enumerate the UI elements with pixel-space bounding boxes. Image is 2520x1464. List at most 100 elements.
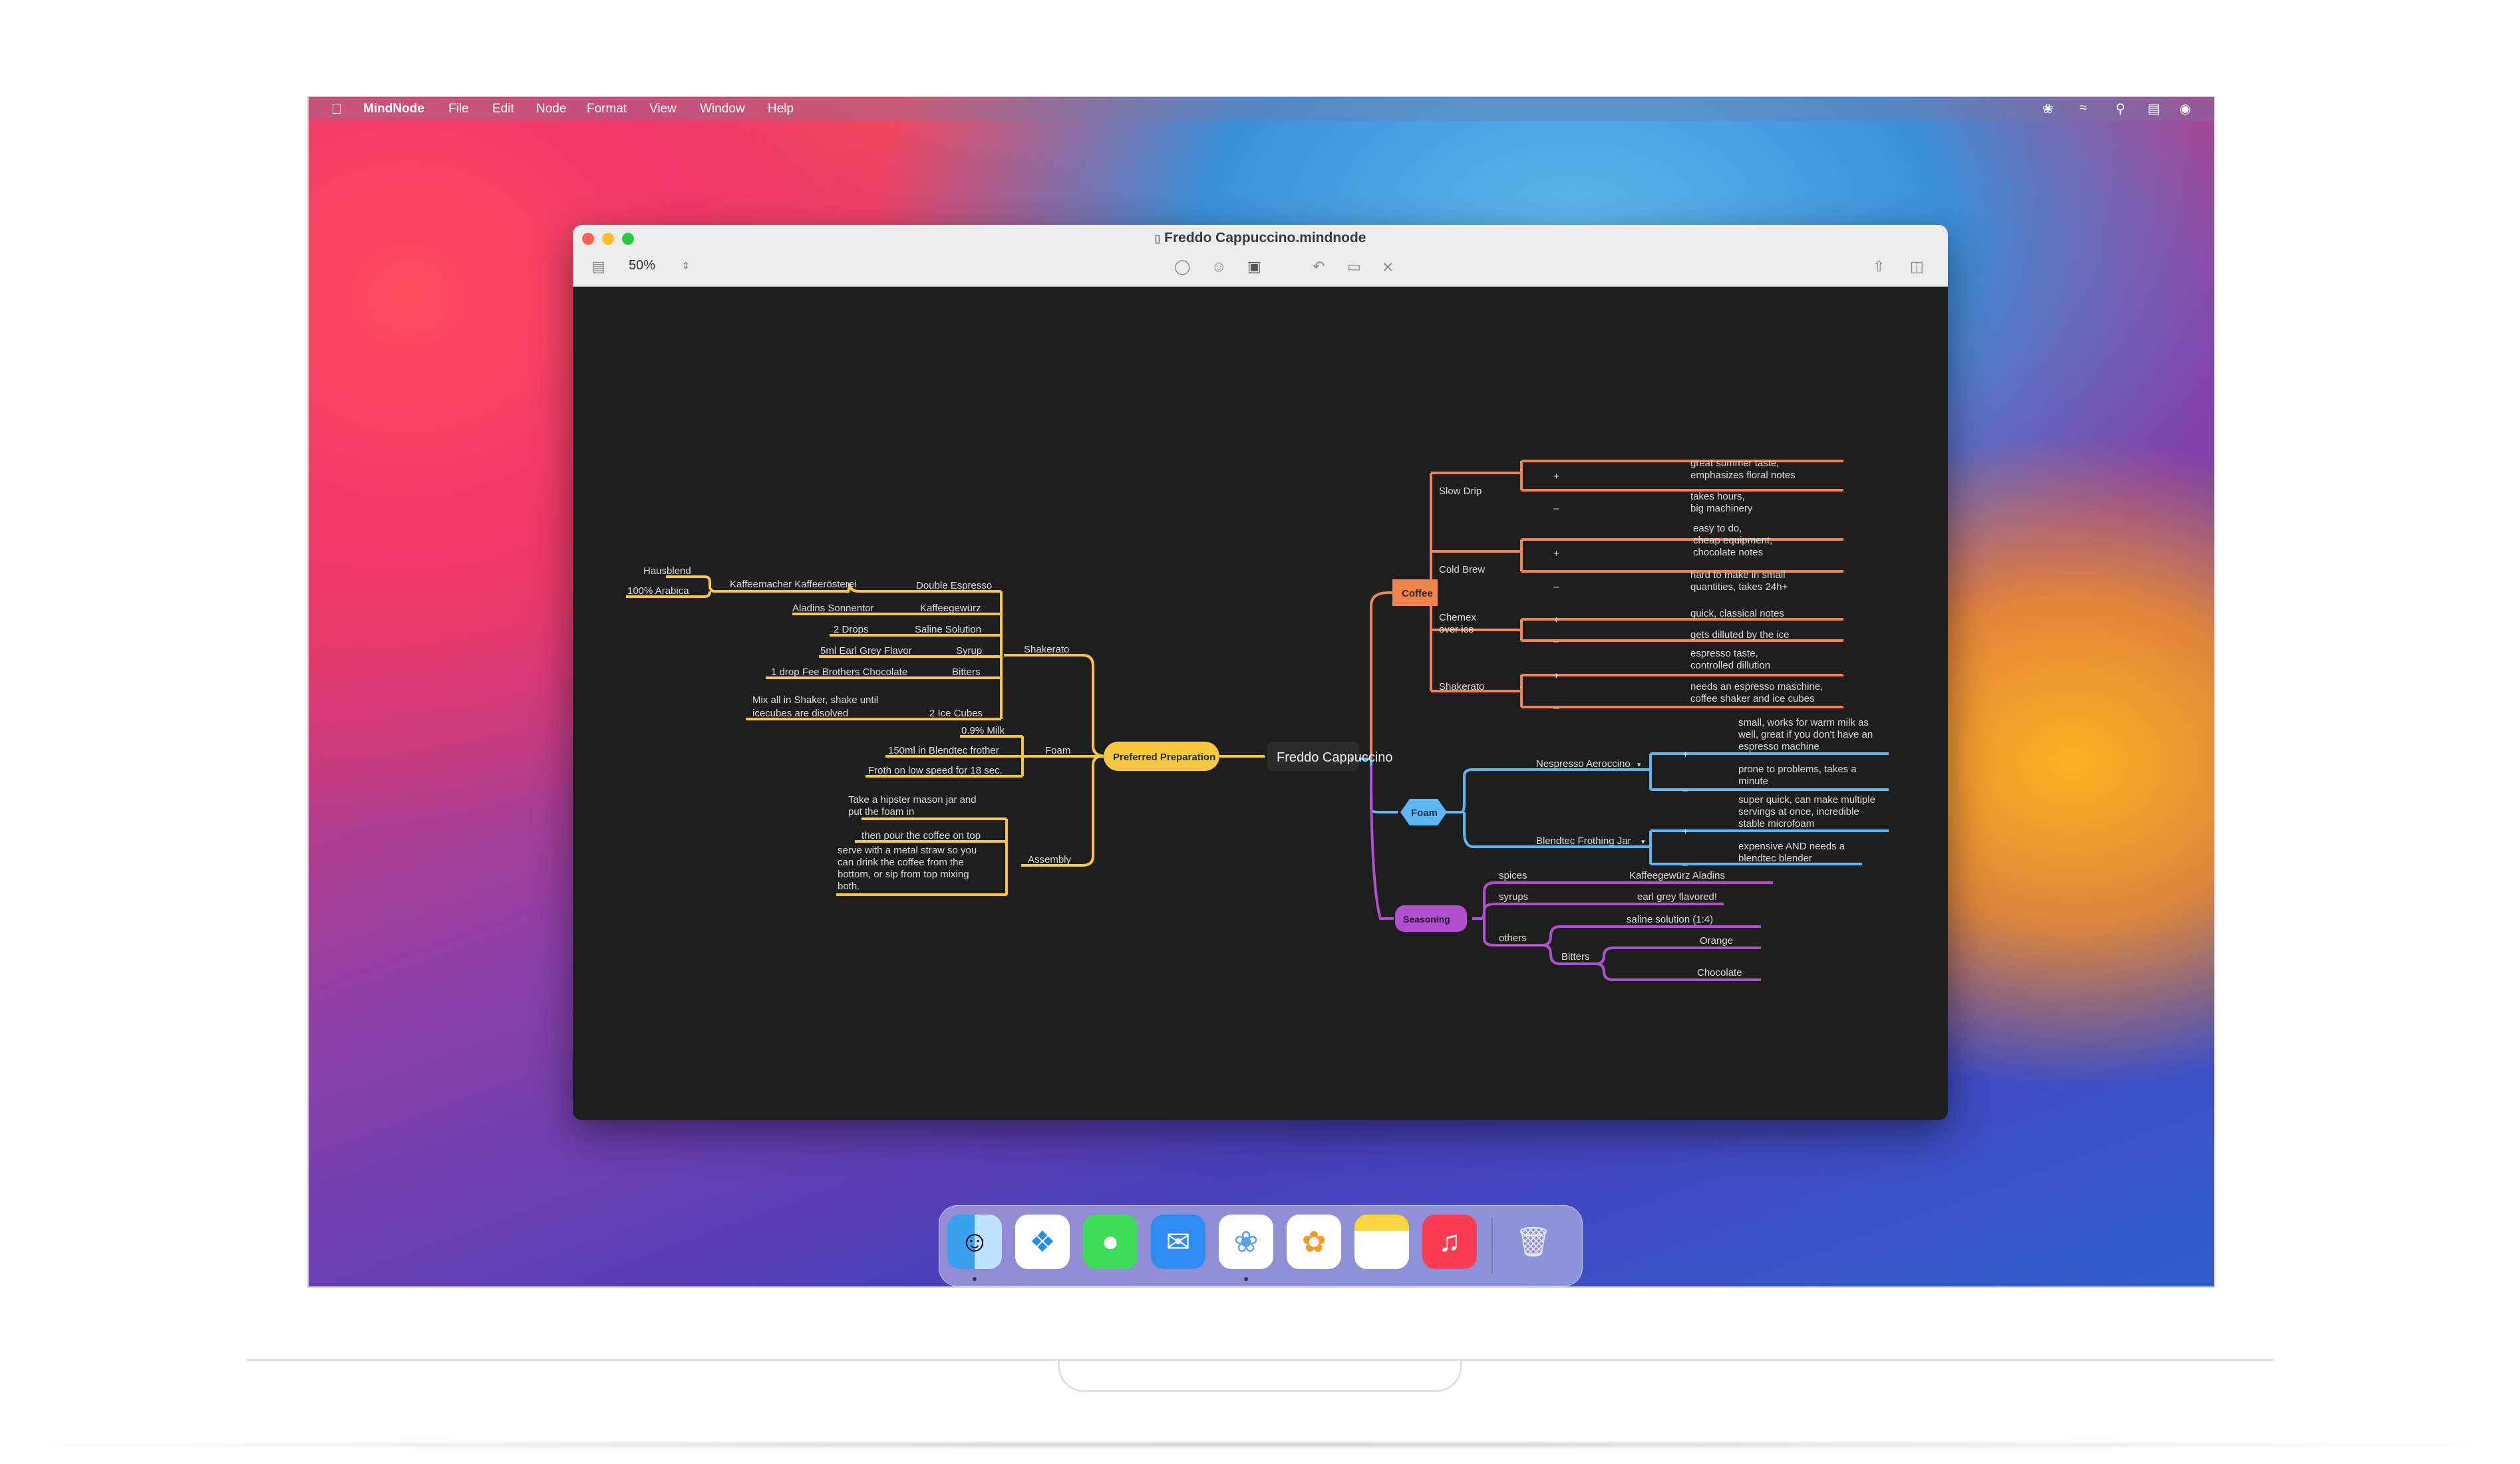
finder-running-dot [973,1277,977,1281]
dock-trash-icon[interactable]: 🗑 [1515,1226,1552,1258]
menu-window[interactable]: Window [700,102,745,116]
label-bl-minus-1: expensive AND needs a [1738,841,1845,852]
label-others: others [1499,933,1527,944]
plus-nespresso: + [1682,749,1688,760]
label-serve-2: can drink the coffee from the [838,857,964,868]
preferred-preparation-node[interactable]: Preferred Preparation [1104,742,1219,771]
label-cold-brew: Cold Brew [1439,564,1485,575]
seasoning-node[interactable]: Seasoning [1395,905,1467,932]
label-aladins: Aladins Sonnentor [792,603,874,614]
label-assembly: Assembly [1028,854,1072,865]
checkmark-icon[interactable]: ◯ [1174,258,1191,275]
zoom-value: 50% [629,258,656,273]
zoom-button[interactable] [622,233,634,245]
coffee-branch-labels: Slow Drip + – great summer taste, emphas… [1439,458,1823,714]
share-icon[interactable]: ⇧ [1873,258,1885,275]
dock-music-icon[interactable]: ♫ [1422,1215,1477,1269]
laptop-shadow [0,1440,2520,1449]
label-ne-plus-3: espresso machine [1738,741,1819,752]
laptop-notch [1058,1360,1462,1392]
svg-text:Freddo Cappuccino: Freddo Cappuccino [1277,750,1393,765]
laptop-base [246,1359,2274,1361]
label-ch-plus: quick, classical notes [1690,608,1784,619]
menu-app-name[interactable]: MindNode [363,102,424,116]
mindnode-window: ▯ Freddo Cappuccino.mindnode ▤ 50% ⇕ ◯ ☺… [573,225,1948,1120]
wifi-icon[interactable]: ≈ [2080,100,2087,115]
control-center-icon[interactable]: ▤ [2147,102,2160,116]
siri-icon[interactable]: ◉ [2179,102,2191,116]
label-bitters-seasoning: Bitters [1561,951,1590,962]
dock-mail-icon[interactable]: ✉ [1151,1215,1205,1269]
label-foam-left: Foam [1045,745,1070,756]
label-mix-1: Mix all in Shaker, shake until [752,694,878,706]
dock-photos-icon[interactable]: ✿ [1287,1215,1341,1269]
dock-mindnode-icon[interactable]: ❀ [1219,1215,1273,1269]
mindnode-status-icon[interactable]: ❀ [2042,102,2054,116]
plus-blendtec: + [1682,826,1688,837]
apple-icon[interactable]:  [331,100,343,118]
svg-text:Foam: Foam [1411,807,1438,819]
label-sh-plus-1: espresso taste, [1690,648,1758,659]
label-cb-minus-2: quantities, takes 24h+ [1690,581,1788,593]
label-nespresso: Nespresso Aeroccino [1536,758,1631,770]
zoom-control[interactable]: 50% ⇕ [629,255,690,275]
label-earl-grey-flavored: earl grey flavored! [1637,891,1717,903]
label-double-espresso: Double Espresso [916,580,992,591]
sidebar-left-icon[interactable]: ▤ [591,258,605,275]
svg-text:Seasoning: Seasoning [1403,914,1450,925]
connect-icon[interactable]: ↶ [1313,258,1325,275]
label-ne-plus-2: well, great if you don't have an [1738,729,1873,740]
emoji-icon[interactable]: ☺ [1211,258,1227,275]
chevron-nespresso-icon: ▾ [1637,761,1641,769]
minus-shakerato: – [1553,702,1559,714]
label-two-drops: 2 Drops [834,624,869,635]
menu-node[interactable]: Node [536,102,567,116]
label-froth: Froth on low speed for 18 sec. [868,765,1003,776]
dock-messages-icon[interactable]: ● [1083,1215,1138,1269]
left-branch-lines [626,575,1107,896]
label-milk: 0.9% Milk [961,725,1005,736]
label-earl-grey: 5ml Earl Grey Flavor [820,645,912,657]
label-syrup: Syrup [956,645,982,657]
label-shakerato: Shakerato [1024,644,1069,655]
menu-file[interactable]: File [448,102,469,116]
sidebar-right-icon[interactable]: ◫ [1910,258,1924,275]
plus-slow-drip: + [1553,471,1559,482]
minimize-button[interactable] [602,233,614,245]
mindmap-canvas[interactable]: Freddo Cappuccino ▾ Preferred Preparatio… [573,287,1948,1120]
label-cb-plus-1: easy to do, [1693,523,1742,534]
label-cb-plus-2: cheap equipment, [1693,535,1772,546]
label-bitters: Bitters [952,666,981,678]
coffee-node[interactable]: Coffee [1392,579,1438,606]
dock-safari-icon[interactable]: ❖ [1015,1215,1070,1269]
dock-notes-icon[interactable] [1354,1215,1409,1269]
label-ne-plus-1: small, works for warm milk as [1738,717,1869,728]
image-icon[interactable]: ▣ [1247,258,1261,275]
label-sh-plus-2: controlled dillution [1690,660,1770,671]
menu-help[interactable]: Help [768,102,794,116]
svg-text:Preferred Preparation: Preferred Preparation [1113,752,1215,763]
label-orange: Orange [1700,935,1733,947]
label-sd-minus-2: big machinery [1690,503,1753,514]
dock-finder-icon[interactable]: ☺ [947,1215,1002,1269]
label-bl-plus-3: stable microfoam [1738,818,1814,829]
mindnode-running-dot [1244,1277,1248,1281]
label-hipster-1: Take a hipster mason jar and [848,794,977,805]
left-branch-labels: Shakerato Foam Assembly Double Espresso … [627,565,1072,892]
close-button[interactable] [582,233,594,245]
zoom-stepper-icon[interactable]: ⇕ [682,260,690,271]
label-saline: Saline Solution [915,624,981,635]
root-node[interactable]: Freddo Cappuccino ▾ [1267,742,1393,771]
note-icon[interactable]: ▭ [1347,258,1361,275]
minus-slow-drip: – [1553,503,1559,514]
label-hipster-2: put the foam in [848,806,914,817]
menu-edit[interactable]: Edit [492,102,514,116]
label-saline-solution: saline solution (1:4) [1627,914,1713,925]
search-icon[interactable]: ⚲ [2116,102,2126,116]
menu-format[interactable]: Format [587,102,627,116]
focus-icon[interactable]: ⨯ [1382,258,1394,275]
menu-view[interactable]: View [649,102,677,116]
coffee-branch-lines [1370,460,1843,766]
label-serve-4: both. [838,881,860,892]
foam-node[interactable]: Foam [1400,799,1447,825]
